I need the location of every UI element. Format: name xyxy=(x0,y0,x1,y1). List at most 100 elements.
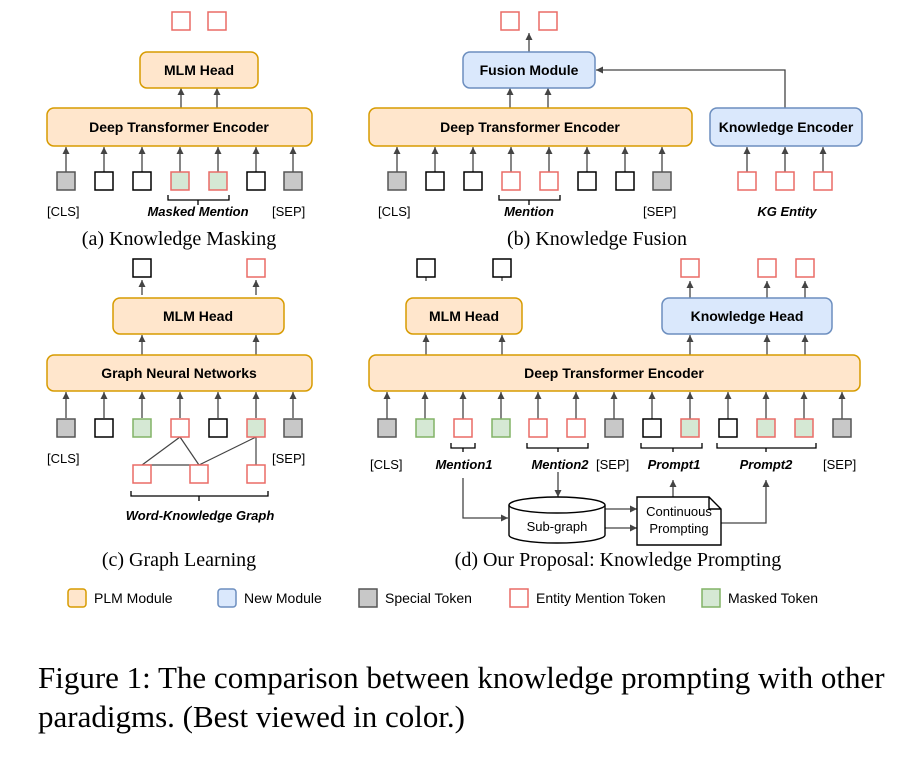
kg-entity-token xyxy=(737,171,757,191)
mention-label: Mention xyxy=(504,204,554,219)
continuous-prompting-note xyxy=(636,496,722,546)
token-masked xyxy=(132,418,152,438)
token-masked xyxy=(491,418,511,438)
caption-c: (c) Graph Learning xyxy=(102,549,256,571)
subgraph-label: Sub-graph xyxy=(527,519,588,534)
prompt1-brace xyxy=(640,443,703,452)
cls-label: [CLS] xyxy=(370,457,403,472)
panel-a-knowledge-masking: MLM Head Deep Transformer Encoder [CLS] … xyxy=(46,11,313,250)
gnn-box xyxy=(46,354,313,392)
legend-plm-label: PLM Module xyxy=(94,590,173,606)
output-token-plain xyxy=(132,258,152,278)
output-token-entity xyxy=(246,258,266,278)
graph-node xyxy=(246,464,266,484)
mlm-head-box xyxy=(139,51,259,89)
fusion-module-box xyxy=(462,51,596,89)
subgraph-cylinder xyxy=(508,496,606,544)
legend-special-label: Special Token xyxy=(385,590,472,606)
token-prompt-masked xyxy=(756,418,776,438)
prompt2-label: Prompt2 xyxy=(740,457,794,472)
fusion-module-label: Fusion Module xyxy=(480,62,579,78)
token-plain xyxy=(577,171,597,191)
token-plain xyxy=(425,171,445,191)
token-entity xyxy=(453,418,473,438)
token-sep xyxy=(283,418,303,438)
token-entity xyxy=(566,418,586,438)
token-cls xyxy=(56,171,76,191)
token-plain xyxy=(94,418,114,438)
kg-entity-token xyxy=(775,171,795,191)
token-prompt-masked xyxy=(680,418,700,438)
token-masked xyxy=(170,171,190,191)
token-sep xyxy=(283,171,303,191)
encoder-label: Deep Transformer Encoder xyxy=(89,119,269,135)
mlm-head-box xyxy=(112,297,285,335)
mlm-head-label: MLM Head xyxy=(164,62,234,78)
token-plain xyxy=(615,171,635,191)
sep-end-label: [SEP] xyxy=(823,457,856,472)
panel-d-knowledge-prompting: MLM Head Knowledge Head Deep Transformer… xyxy=(368,258,861,571)
token-plain xyxy=(132,171,152,191)
token-plain xyxy=(463,171,483,191)
token-cls xyxy=(387,171,407,191)
token-prompt-plain xyxy=(718,418,738,438)
cls-label: [CLS] xyxy=(47,204,80,219)
token-sep xyxy=(652,171,672,191)
continuous-line1: Continuous xyxy=(646,504,712,519)
mlm-head-label: MLM Head xyxy=(163,308,233,324)
legend: PLM Module New Module Special Token Enti… xyxy=(67,588,818,608)
figure-caption: Figure 1: The comparison between knowled… xyxy=(38,660,885,734)
caption-d: (d) Our Proposal: Knowledge Prompting xyxy=(455,549,782,571)
output-token-entity xyxy=(171,11,191,31)
encoder-box xyxy=(368,107,693,147)
word-knowledge-graph-label: Word-Knowledge Graph xyxy=(126,508,275,523)
mlm-head-label: MLM Head xyxy=(429,308,499,324)
mlm-head-box xyxy=(405,297,523,335)
graph-edges xyxy=(141,436,257,466)
kg-entity-token xyxy=(813,171,833,191)
encoder-box xyxy=(368,354,861,392)
output-token-entity xyxy=(500,11,520,31)
knowledge-head-label: Knowledge Head xyxy=(691,308,804,324)
token-plain xyxy=(94,171,114,191)
token-prompt-masked xyxy=(794,418,814,438)
encoder-label: Deep Transformer Encoder xyxy=(440,119,620,135)
output-token-plain xyxy=(416,258,436,278)
group-brace xyxy=(498,195,561,205)
gnn-label: Graph Neural Networks xyxy=(101,365,257,381)
mention2-brace xyxy=(526,443,589,452)
knowledge-head-box xyxy=(661,297,833,335)
legend-swatch-plm xyxy=(67,588,87,608)
output-token-entity xyxy=(795,258,815,278)
masked-mention-label: Masked Mention xyxy=(147,204,248,219)
token-cls xyxy=(377,418,397,438)
encoder-box xyxy=(46,107,313,147)
legend-swatch-entity xyxy=(509,588,529,608)
kg-entity-label: KG Entity xyxy=(757,204,817,219)
cls-label: [CLS] xyxy=(47,451,80,466)
group-brace xyxy=(167,195,230,205)
legend-swatch-new xyxy=(217,588,237,608)
token-masked xyxy=(208,171,228,191)
sep-mid-label: [SEP] xyxy=(596,457,629,472)
panel-c-graph-learning: MLM Head Graph Neural Networks [CLS] [SE… xyxy=(46,258,313,571)
sep-label: [SEP] xyxy=(272,204,305,219)
token-sep xyxy=(832,418,852,438)
token-entity xyxy=(539,171,559,191)
graph-node xyxy=(189,464,209,484)
comparison-diagram: MLM Head Deep Transformer Encoder [CLS] … xyxy=(46,11,863,608)
group-brace xyxy=(130,491,269,501)
output-token-plain xyxy=(492,258,512,278)
prompt1-label: Prompt1 xyxy=(648,457,701,472)
token-entity xyxy=(501,171,521,191)
token-sep xyxy=(604,418,624,438)
mention1-brace xyxy=(450,443,476,452)
caption-a: (a) Knowledge Masking xyxy=(82,228,276,250)
cls-label: [CLS] xyxy=(378,204,411,219)
knowledge-encoder-label: Knowledge Encoder xyxy=(719,119,854,135)
legend-swatch-special xyxy=(358,588,378,608)
mention2-label: Mention2 xyxy=(531,457,589,472)
encoder-label: Deep Transformer Encoder xyxy=(524,365,704,381)
token-entity xyxy=(170,418,190,438)
legend-entity-label: Entity Mention Token xyxy=(536,590,666,606)
